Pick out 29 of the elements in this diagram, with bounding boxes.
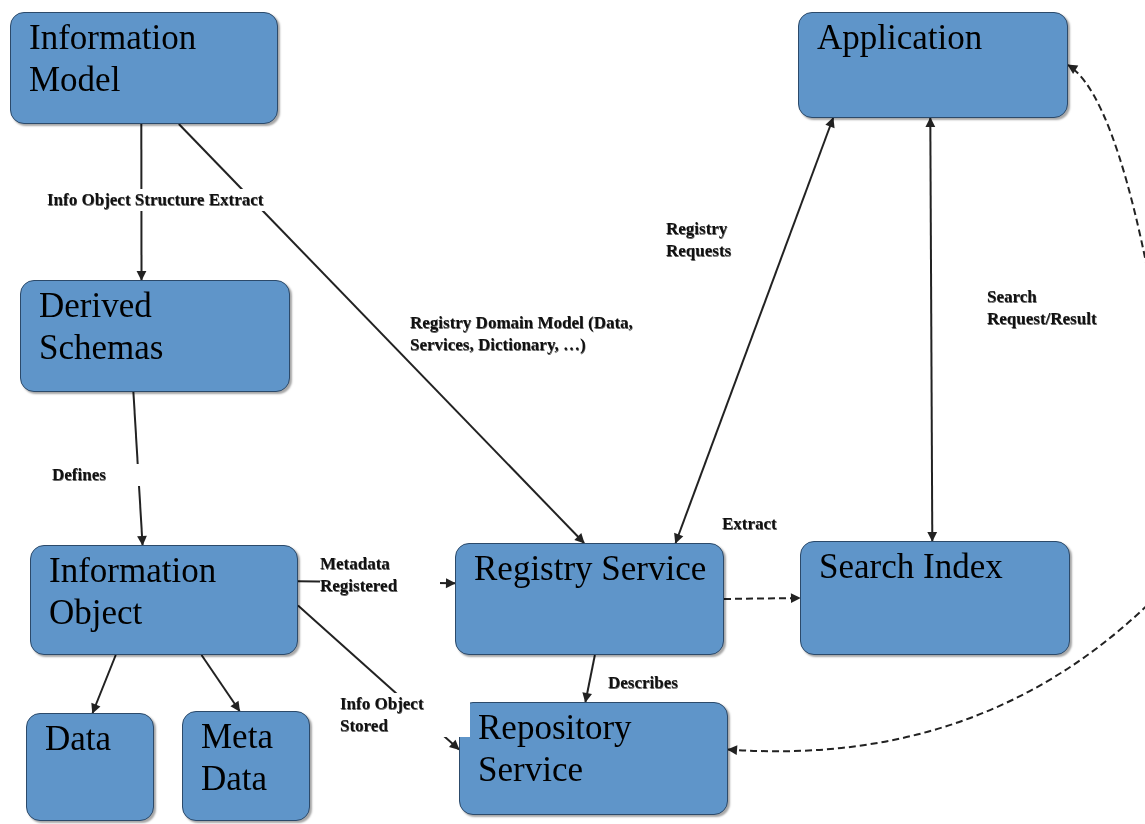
process-box [455, 543, 724, 655]
arrow [723, 593, 801, 604]
process-box [30, 545, 298, 655]
process-box [20, 280, 290, 392]
process-box [798, 12, 1068, 118]
process-box [800, 541, 1070, 655]
arrow [136, 123, 147, 281]
arrow [200, 654, 241, 712]
process-box [26, 713, 154, 821]
box-label: Information Object [49, 550, 218, 634]
box-label: Search Index [819, 546, 1004, 588]
box-label: Meta Data [201, 716, 274, 800]
process-box [182, 711, 310, 821]
box-label: Information Model [29, 17, 198, 101]
arrow [582, 654, 596, 703]
box-label: Application [817, 17, 984, 59]
arrow [91, 654, 117, 714]
arrow [177, 123, 586, 544]
arrow [727, 64, 1145, 755]
process-box [459, 702, 728, 815]
arrow [925, 117, 938, 542]
box-label: Data [45, 718, 113, 760]
arrow [674, 117, 835, 544]
arrow [132, 391, 147, 546]
edge-label: Info Object Stored [340, 693, 470, 738]
process-box [10, 12, 278, 124]
box-label: Registry Service [474, 548, 708, 590]
box-label: Repository Service [478, 707, 633, 791]
box-label: Derived Schemas [39, 285, 165, 369]
